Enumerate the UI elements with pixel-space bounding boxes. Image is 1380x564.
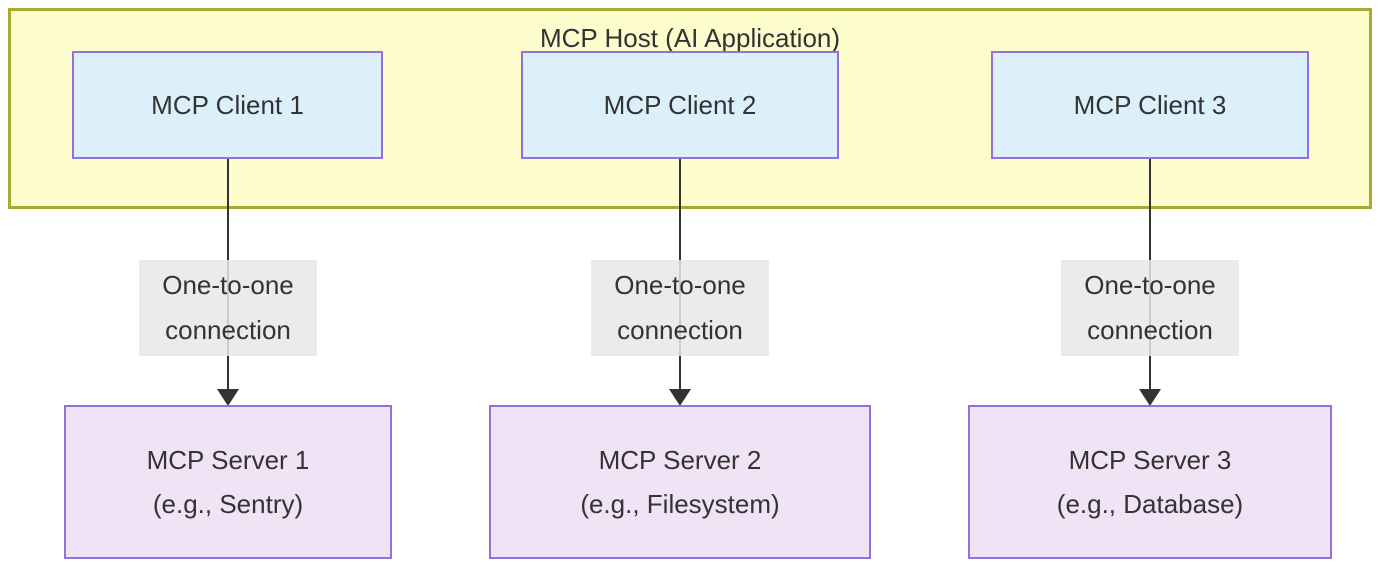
mcp-client-3-label: MCP Client 3 bbox=[1073, 89, 1227, 120]
mcp-client-2-box: MCP Client 2 bbox=[521, 51, 839, 159]
connection-label-3: One-to-one connection bbox=[1061, 260, 1239, 356]
connection-label-2-line2: connection bbox=[617, 315, 743, 345]
connection-label-1: One-to-one connection bbox=[139, 260, 317, 356]
connection-label-1-line1: One-to-one bbox=[162, 270, 294, 300]
connection-label-1-line2: connection bbox=[165, 315, 291, 345]
mcp-server-3-name: MCP Server 3 bbox=[1068, 445, 1232, 475]
connection-label-3-line2: connection bbox=[1087, 315, 1213, 345]
arrowhead-icon-2 bbox=[669, 389, 691, 406]
mcp-server-3-example: (e.g., Database) bbox=[1056, 489, 1244, 519]
mcp-server-1-name: MCP Server 1 bbox=[146, 445, 310, 475]
connection-label-2: One-to-one connection bbox=[591, 260, 769, 356]
mcp-client-3-box: MCP Client 3 bbox=[991, 51, 1309, 159]
arrowhead-icon-3 bbox=[1139, 389, 1161, 406]
arrowhead-icon-1 bbox=[217, 389, 239, 406]
mcp-client-1-box: MCP Client 1 bbox=[72, 51, 383, 159]
mcp-server-2-box: MCP Server 2 (e.g., Filesystem) bbox=[489, 405, 871, 559]
mcp-server-2-name: MCP Server 2 bbox=[598, 445, 762, 475]
mcp-client-2-label: MCP Client 2 bbox=[603, 89, 757, 120]
connection-label-3-line1: One-to-one bbox=[1084, 270, 1216, 300]
mcp-server-1-box: MCP Server 1 (e.g., Sentry) bbox=[64, 405, 392, 559]
mcp-server-1-example: (e.g., Sentry) bbox=[152, 489, 304, 519]
mcp-server-3-box: MCP Server 3 (e.g., Database) bbox=[968, 405, 1332, 559]
mcp-client-1-label: MCP Client 1 bbox=[151, 89, 304, 120]
mcp-server-2-example: (e.g., Filesystem) bbox=[580, 489, 780, 519]
mcp-host-title: MCP Host (AI Application) bbox=[539, 23, 841, 53]
connection-label-2-line1: One-to-one bbox=[614, 270, 746, 300]
